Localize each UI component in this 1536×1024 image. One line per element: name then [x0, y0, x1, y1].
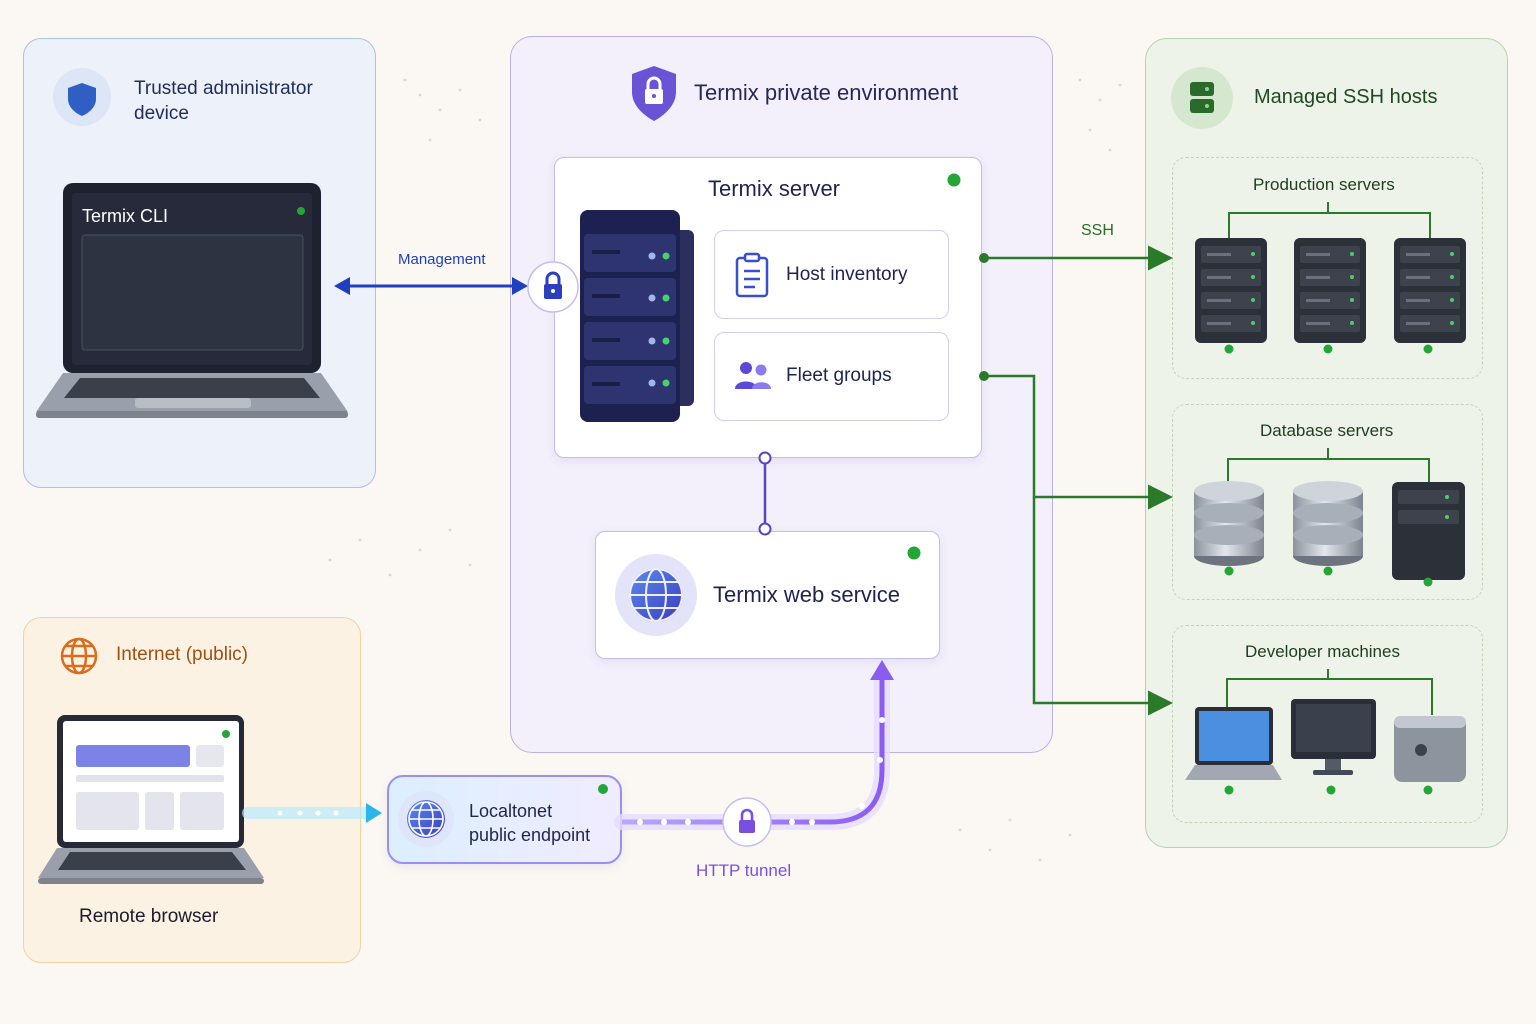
developer-tree-lines	[1226, 669, 1433, 715]
database-icon	[1293, 481, 1363, 566]
localtonet-status-dot	[598, 784, 608, 794]
server-stack-icon	[1171, 67, 1233, 129]
cli-status-dot	[297, 207, 305, 215]
server-title: Termix server	[708, 176, 841, 201]
cli-label: Termix CLI	[82, 206, 169, 226]
lock-icon	[527, 261, 579, 313]
ssh-connectors	[984, 245, 1173, 716]
lock-shield-icon	[632, 66, 676, 121]
laptop-icon	[1185, 707, 1282, 780]
rack-server-icon	[1195, 238, 1267, 354]
group-title-developer: Developer machines	[1245, 642, 1400, 661]
database-icon	[1194, 481, 1264, 566]
management-label: Management	[398, 251, 486, 268]
localtonet-label: Localtonet public endpoint	[469, 801, 591, 845]
desktop-icon	[1291, 699, 1376, 775]
group-title-production: Production servers	[1253, 175, 1395, 194]
admin-device-title: Trusted administrator device	[134, 78, 313, 124]
rack-server-icon	[1394, 238, 1466, 354]
internet-title: Internet (public)	[116, 644, 249, 665]
laptop-icon	[38, 715, 264, 884]
globe-icon	[615, 554, 697, 636]
hosts-title: Managed SSH hosts	[1254, 86, 1438, 108]
web-status-dot	[907, 546, 921, 560]
lock-icon	[722, 797, 772, 847]
rack-server-icon	[1294, 238, 1366, 354]
clipboard-icon	[735, 252, 769, 298]
mac-pro-icon	[1394, 716, 1466, 782]
http-tunnel-label: HTTP tunnel	[696, 861, 792, 880]
fleet-groups-label: Fleet groups	[786, 365, 892, 386]
remote-browser-label: Remote browser	[79, 906, 219, 927]
server-status-dot	[947, 173, 961, 187]
http-tunnel-connector	[614, 660, 894, 830]
fleet-groups-card[interactable]	[714, 332, 949, 421]
globe-icon	[60, 637, 98, 675]
server-web-connector	[758, 451, 772, 536]
database-tree-lines	[1227, 448, 1430, 484]
rack-server-icon	[1392, 482, 1465, 580]
server-stack-icon	[580, 210, 694, 422]
production-tree-lines	[1228, 202, 1431, 238]
shield-icon	[53, 68, 111, 126]
host-inventory-label: Host inventory	[786, 264, 908, 285]
developer-machines-group	[1172, 625, 1483, 823]
browser-to-endpoint-connector	[242, 803, 382, 823]
users-icon	[735, 362, 771, 389]
management-connector	[334, 277, 528, 295]
web-service-title: Termix web service	[713, 582, 901, 607]
globe-icon	[398, 791, 454, 847]
host-inventory-card[interactable]	[714, 230, 949, 319]
group-title-database: Database servers	[1260, 421, 1394, 440]
laptop-icon	[36, 183, 348, 418]
environment-title: Termix private environment	[694, 80, 959, 105]
ssh-label: SSH	[1081, 222, 1114, 239]
decor-dots	[328, 78, 1122, 862]
